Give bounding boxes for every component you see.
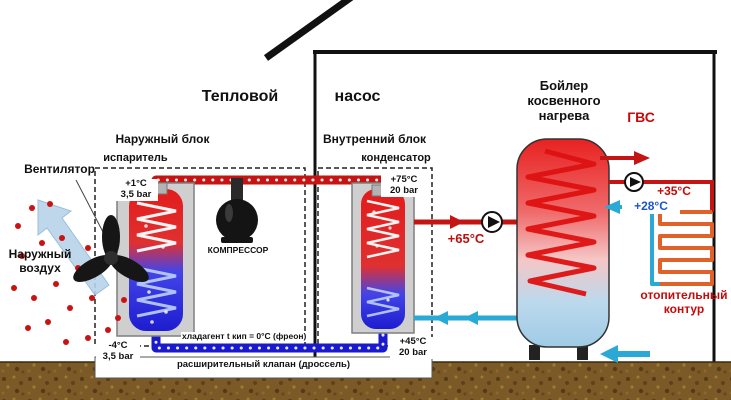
expansion-valve-band	[94, 356, 433, 379]
circulation-pump	[481, 211, 503, 233]
dhw-label: ГВС	[627, 109, 655, 125]
outside-air-label: Наружный воздух	[5, 247, 75, 276]
boiler-label-line2: косвенного	[527, 92, 601, 108]
outdoor-unit-label: Наружный блок	[115, 132, 210, 146]
fan-blades	[73, 179, 149, 282]
condenser-top-temp: +75°C	[390, 174, 418, 185]
dhw-outlet-arrow	[600, 151, 650, 165]
heating-return-temp-label: +28°C	[622, 199, 680, 214]
compressor-label: КОМПРЕССОР	[207, 245, 269, 255]
refrigerant-label: хладагент t кип = 0°C (фреон)	[181, 331, 308, 342]
title-part-1: Тепловой	[201, 88, 279, 105]
heating-supply-temp-label: +35°C	[657, 184, 691, 198]
condenser-bottom-reading: +45°C 20 bar	[390, 336, 436, 359]
condenser-bottom-temp: +45°C	[399, 336, 427, 347]
boiler	[516, 138, 610, 360]
air-heat-dots	[11, 201, 127, 345]
expansion-valve-label: расширительный клапан (дроссель)	[176, 359, 351, 370]
boiler-label-line3: нагрева	[538, 107, 590, 123]
heating-circuit-label: отопительный контур	[634, 288, 731, 317]
evaporator-bottom-reading: -4°C 3,5 bar	[96, 340, 140, 363]
condenser-bottom-pressure: 20 bar	[399, 346, 427, 358]
water-return-pipe	[414, 311, 520, 325]
cold-water-inlet-arrow	[600, 345, 650, 363]
outside-air-line2: воздух	[19, 260, 61, 275]
fan-label: Вентилятор	[24, 162, 95, 176]
heating-circuit-line2: контур	[663, 301, 705, 316]
heating-pump	[624, 172, 644, 192]
compressor-body	[216, 178, 258, 243]
supply-temp-label: +65°C	[447, 231, 485, 246]
condenser-label: конденсатор	[361, 152, 431, 164]
condenser-top-pressure: 20 bar	[390, 184, 418, 196]
evaporator-bottom-pressure: 3,5 bar	[102, 350, 134, 362]
indoor-unit-label: Внутренний блок	[322, 132, 427, 146]
evaporator-top-pressure: 3,5 bar	[120, 188, 152, 200]
water-supply-pipe	[414, 215, 520, 229]
condenser	[351, 182, 415, 334]
evaporator-top-reading: +1°C 3,5 bar	[114, 178, 158, 201]
outside-air-line1: Наружный	[8, 247, 72, 261]
evaporator-label: испаритель	[103, 152, 168, 164]
house-outline	[263, 0, 717, 363]
title-part-2: насос	[334, 88, 381, 105]
boiler-label-line1: Бойлер	[539, 78, 589, 93]
condenser-top-reading: +75°C 20 bar	[381, 174, 427, 197]
heating-circuit-line1: отопительный	[640, 288, 728, 302]
boiler-label: Бойлер косвенного нагрева	[505, 78, 623, 124]
evaporator-bottom-temp: -4°C	[108, 340, 128, 351]
evaporator-top-temp: +1°C	[125, 178, 147, 189]
